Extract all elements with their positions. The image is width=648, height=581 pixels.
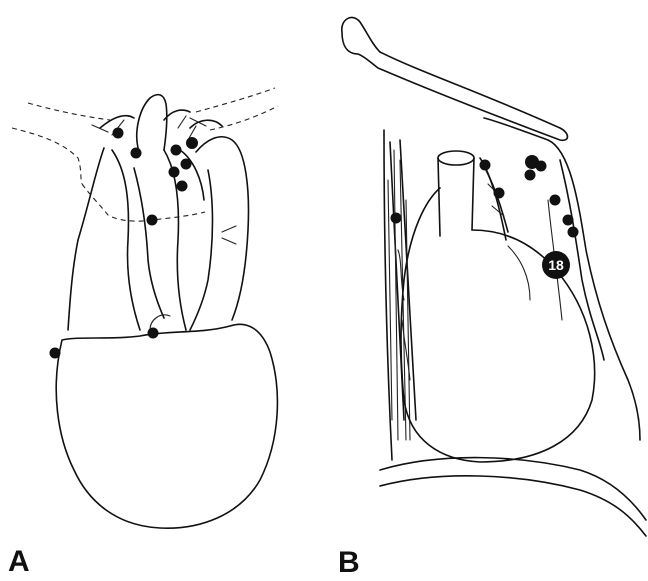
lymph-node-b-7 — [550, 195, 561, 206]
lymph-node-a-4 — [181, 159, 192, 170]
lymph-node-b-5 — [536, 161, 547, 172]
lymph-node-b-3 — [494, 188, 505, 199]
lymph-node-b-6 — [525, 170, 536, 181]
lymph-node-a-3 — [171, 145, 182, 156]
lymph-node-b-8 — [563, 215, 574, 226]
lymph-node-a-6 — [177, 181, 188, 192]
lymph-node-b-1 — [391, 213, 402, 224]
lymph-node-a-9 — [148, 328, 159, 339]
lymph-node-b-9 — [568, 227, 579, 238]
panel-label-b: B — [338, 548, 360, 578]
lymph-node-a-8 — [147, 215, 158, 226]
lymph-node-a-10 — [50, 348, 61, 359]
lymph-node-a-1 — [113, 128, 124, 139]
callout-18: 18 — [542, 251, 570, 279]
lymph-node-a-2 — [131, 148, 142, 159]
panel-label-a: A — [8, 547, 30, 577]
panel-b-drawing: 18 — [342, 17, 646, 536]
lymph-node-b-2 — [480, 160, 491, 171]
lymph-node-a-5 — [169, 167, 180, 178]
callout-label: 18 — [548, 257, 564, 273]
lymph-node-a-7 — [186, 137, 198, 149]
panel-a-drawing — [12, 88, 278, 528]
